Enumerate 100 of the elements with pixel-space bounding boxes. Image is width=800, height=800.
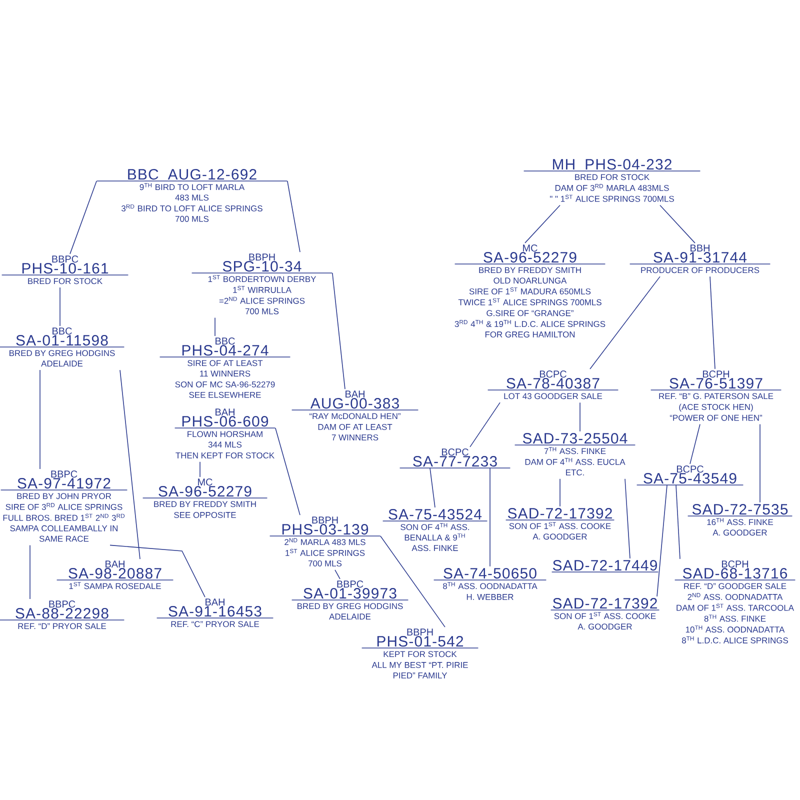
connector-line <box>710 276 716 370</box>
connector-line <box>656 484 668 597</box>
underlined-heading: BBC SA-01-11598 <box>0 328 125 348</box>
note-text: “RAY McDONALD HEN” <box>310 413 400 420</box>
note-text: 9$^{TH}$ BIRD TO LOFT MARLA 483 MLS <box>140 183 245 201</box>
note-text: SIRE OF 1$^{ST}$ MADURA 650MLS <box>469 287 591 294</box>
note-text: 1$^{ST}$ WIRRULLA <box>233 286 292 293</box>
note-text: 3$^{RD}$ 4$^{TH}$ & 19$^{TH}$ L.D.C. ALICE SPRINGS FOR GREG HAMILTON <box>454 320 606 338</box>
underlined-heading: BBC AUG-12-692 <box>96 169 288 182</box>
note-text: 8$^{TH}$ ASS. FINKE <box>704 614 766 622</box>
underlined-heading: SAD-72-17392 <box>550 598 660 610</box>
connector-line <box>275 428 300 516</box>
underlined-heading: BBPC PHS-10-161 <box>1 256 129 276</box>
note-text: REF. “D” GOODGER SALE <box>684 583 786 590</box>
note-text: DAM OF 4$^{TH}$ ASS. EUCLA ETC. <box>525 458 626 476</box>
note-text: 1$^{ST}$ BORDERTOWN DERBY <box>208 275 316 282</box>
note-text: 10$^{TH}$ ASS. OODNADATTA <box>686 626 785 633</box>
underlined-heading: BBH SA-91-31744 <box>629 244 771 264</box>
underlined-heading: BCPC SA-77-7233 <box>399 448 511 468</box>
note-text: REF. “D” PRYOR SALE <box>18 623 106 630</box>
underlined-heading: BCPC SA-78-40387 <box>487 370 619 390</box>
underlined-heading: SAD-72-17392 <box>505 508 615 520</box>
note-text: =2$^{ND}$ ALICE SPRINGS 700 MLS <box>219 296 305 314</box>
note-text: FLOWN HORSHAM 344 MLS <box>188 431 262 448</box>
note-text: KEPT FOR STOCK <box>384 651 457 658</box>
underlined-heading: BCPH SA-76-51397 <box>650 370 782 390</box>
note-text: G.SIRE OF “GRANGE” <box>486 310 574 316</box>
note-text: FULL BROS. BRED 1$^{ST}$ 2$^{ND}$ 3$^{RD}$ SAMPA COLLEAMBALLY IN SAME RACE <box>3 514 125 542</box>
note-text: THEN KEPT FOR STOCK <box>176 452 274 458</box>
note-text: 3$^{RD}$ BIRD TO LOFT ALICE SPRINGS 700 MLS <box>122 204 262 222</box>
note-text: LOT 43 GOODGER SALE <box>504 393 602 400</box>
note-text: H. WEBBER <box>466 594 514 600</box>
connector-line <box>332 272 346 390</box>
connector-line <box>690 424 700 464</box>
underlined-heading: BCPH SAD-68-13716 <box>674 560 796 580</box>
underlined-heading: BAH SA-98-20887 <box>56 560 174 580</box>
underlined-heading: SAD-72-7535 <box>687 504 793 516</box>
note-text: SON OF 4$^{TH}$ ASS. BENALLA & 9$^{TH}$ ASS. FINKE <box>400 523 470 552</box>
underlined-heading: BBPC SA-88-22298 <box>0 600 125 620</box>
note-text: DAM OF AT LEAST 7 WINNERS <box>318 424 392 440</box>
underlined-heading: MC SA-96-52279 <box>454 244 606 264</box>
underlined-heading: BAH AUG-00-383 <box>291 390 419 410</box>
underlined-heading: SAD-72-17449 <box>551 560 659 572</box>
connector-line <box>624 478 630 559</box>
connector-line <box>287 180 300 252</box>
note-text: " " 1$^{ST}$ ALICE SPRINGS 700MLS <box>550 194 674 202</box>
underlined-heading: MH PHS-04-232 <box>523 159 701 172</box>
underlined-heading: BAH SA-91-16453 <box>156 598 274 618</box>
note-text: 16$^{TH}$ ASS. FINKE A. GOODGER <box>707 518 774 536</box>
note-text: SIRE OF 3$^{RD}$ ALICE SPRINGS <box>6 503 122 510</box>
note-text: PRODUCER OF PRODUCERS <box>641 267 760 274</box>
note-text: BRED BY FREDDY SMITH OLD NOARLUNGA <box>479 267 581 284</box>
note-text: DAM OF 1$^{ST}$ ASS. TARCOOLA <box>676 604 794 611</box>
note-text: REF. “B” G. PATERSON SALE <box>659 393 774 400</box>
note-text: 7$^{TH}$ ASS. FINKE <box>544 447 606 454</box>
underlined-heading: BBPC SA-01-39973 <box>291 580 409 600</box>
note-text: DAM OF 3$^{RD}$ MARLA 483MLS <box>555 184 669 191</box>
note-text: BRED BY GREG HODGINS ADELAIDE <box>298 603 403 620</box>
underlined-heading: SA-75-43524 <box>382 509 488 522</box>
underlined-heading: SA-74-50650 <box>433 568 547 580</box>
note-text: BRED FOR STOCK <box>28 278 102 284</box>
note-text: 2$^{ND}$ ASS. OODNADATTA <box>688 593 783 600</box>
connector-line <box>120 370 140 560</box>
note-text: 2$^{ND}$ MARLA 483 MLS <box>284 538 366 546</box>
connector-line <box>110 544 206 598</box>
connector-line <box>70 180 97 254</box>
connector-line <box>524 204 560 244</box>
note-text: 1$^{ST}$ SAMPA ROSEDALE <box>69 582 161 590</box>
connector-line <box>590 276 660 370</box>
note-text: (ACE STOCK HEN) <box>679 404 753 412</box>
note-text: SIRE OF AT LEAST 11 WINNERS <box>188 360 263 377</box>
note-text: 8$^{TH}$ L.D.C. ALICE SPRINGS <box>682 636 788 644</box>
note-text: BRED BY FREDDY SMITH <box>154 501 256 508</box>
note-text: BRED BY GREG HODGINS ADELAIDE <box>10 350 115 366</box>
note-text: SEE OPPOSITE <box>174 512 236 518</box>
underlined-heading: BCPC SA-75-43549 <box>636 466 744 486</box>
note-text: BRED BY JOHN PRYOR <box>17 493 112 500</box>
note-text: 8$^{TH}$ ASS. OODNADATTA <box>443 582 538 590</box>
connector-line <box>660 204 696 244</box>
underlined-heading: BBPH PHS-03-139 <box>269 516 381 536</box>
connector-line <box>676 484 680 560</box>
underlined-heading: BAH PHS-06-609 <box>174 408 276 428</box>
connector-line <box>380 536 446 628</box>
note-text: SON OF 1$^{ST}$ ASS. COOKE A. GOODGER <box>554 612 656 630</box>
underlined-heading: BBC PHS-04-274 <box>159 338 291 358</box>
underlined-heading: SAD-73-25504 <box>514 433 636 446</box>
note-text: SON OF MC SA-96-52279 SEE ELSEWHERE <box>175 381 275 398</box>
connector-line <box>214 317 216 336</box>
note-text: REF. “C” PRYOR SALE <box>171 621 260 628</box>
underlined-heading: BBPH SPG-10-34 <box>191 254 333 274</box>
connector-line <box>334 569 340 580</box>
underlined-heading: BBPC SA-97-41972 <box>0 470 128 490</box>
note-text: 1$^{ST}$ ALICE SPRINGS 700 MLS <box>286 548 365 566</box>
note-text: “POWER OF ONE HEN” <box>670 414 762 421</box>
note-text: TWICE 1$^{ST}$ ALICE SPRINGS 700MLS <box>458 298 602 306</box>
note-text: BRED FOR STOCK <box>575 174 650 180</box>
note-text: SON OF 1$^{ST}$ ASS. COOKE A. GOODGER <box>509 522 611 540</box>
connector-line <box>430 468 436 508</box>
underlined-heading: MC SA-96-52279 <box>142 478 268 498</box>
underlined-heading: BBPH PHS-01-542 <box>361 628 479 648</box>
